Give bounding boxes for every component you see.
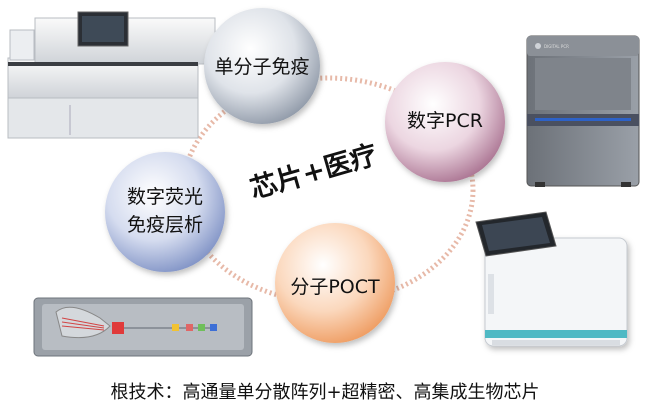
node-single-molecule-bubble [204, 8, 320, 124]
node-digital-pcr-bubble [385, 62, 505, 182]
node-digital-pcr-label: 数字PCR [407, 110, 483, 132]
node-digital-fluorescence-label-line2: 免疫层析 [126, 214, 203, 236]
pcr-instrument-icon: DIGITAL PCR [526, 35, 640, 187]
node-digital-fluorescence-bubble [105, 152, 225, 272]
root-technology-caption: 根技术：高通量单分散阵列+超精密、高集成生物芯片 [110, 382, 540, 403]
node-molecular-poct-bubble [275, 223, 395, 343]
svg-text:DIGITAL PCR: DIGITAL PCR [544, 44, 569, 49]
node-single-molecule-label: 单分子免疫 [214, 56, 310, 78]
microfluidic-chip-icon [33, 297, 253, 357]
poct-analyzer-icon [475, 211, 628, 347]
node-digital-fluorescence-label-line1: 数字荧光 [126, 186, 203, 208]
lab-analyzer-icon [7, 11, 216, 139]
node-molecular-poct-label: 分子POCT [290, 276, 380, 298]
